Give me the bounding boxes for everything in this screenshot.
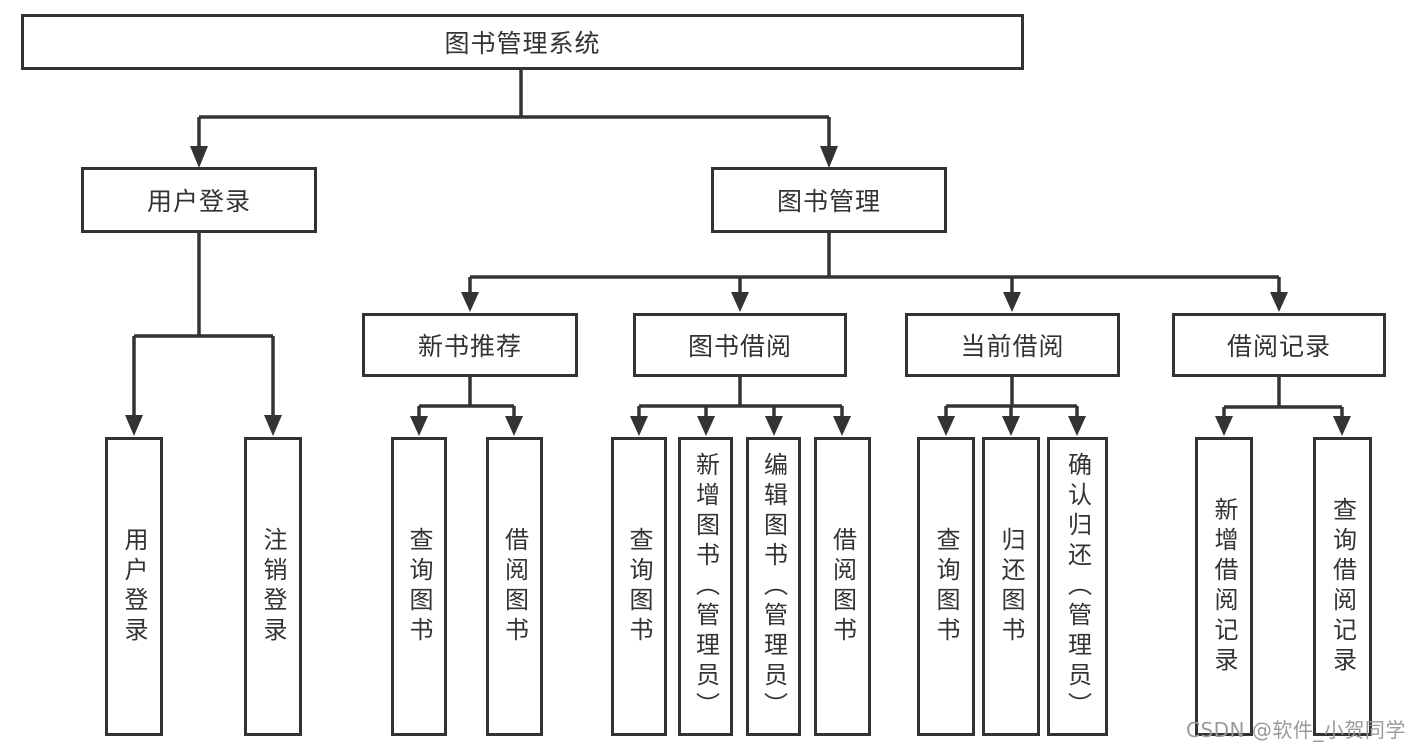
node-new-book-recommend: 新书推荐 <box>362 313 578 377</box>
leaf-query-books-2: 查询图书 <box>611 437 667 736</box>
node-book-borrowing: 图书借阅 <box>633 313 847 377</box>
leaf-confirm-return-admin: 确认归还（管理员） <box>1047 437 1108 736</box>
leaf-add-borrow-record: 新增借阅记录 <box>1195 437 1253 736</box>
node-root-label: 图书管理系统 <box>444 29 601 58</box>
leaf-query-books-3-label: 查询图书 <box>932 526 960 647</box>
node-book-management: 图书管理 <box>711 167 947 233</box>
node-user-login-label: 用户登录 <box>146 187 251 216</box>
node-root: 图书管理系统 <box>21 14 1024 70</box>
leaf-return-books-label: 归还图书 <box>997 526 1025 647</box>
node-borrowing-records: 借阅记录 <box>1172 313 1386 377</box>
leaf-query-borrow-record-label: 查询借阅记录 <box>1328 496 1357 677</box>
leaf-borrow-books-1: 借阅图书 <box>486 437 543 736</box>
leaf-edit-book-admin-label: 编辑图书（管理员） <box>759 451 788 722</box>
leaf-query-books-2-label: 查询图书 <box>625 526 653 647</box>
node-user-login: 用户登录 <box>81 167 317 233</box>
leaf-logout: 注销登录 <box>244 437 302 736</box>
node-book-borrowing-label: 图书借阅 <box>687 332 792 361</box>
leaf-query-books-1: 查询图书 <box>391 437 447 736</box>
leaf-query-borrow-record: 查询借阅记录 <box>1313 437 1372 736</box>
watermark-text: CSDN @软件_小贺同学 <box>1186 718 1405 742</box>
node-borrowing-records-label: 借阅记录 <box>1226 332 1331 361</box>
leaf-add-book-admin-label: 新增图书（管理员） <box>691 451 720 722</box>
node-current-borrowing: 当前借阅 <box>905 313 1120 377</box>
leaf-confirm-return-admin-label: 确认归还（管理员） <box>1063 451 1092 722</box>
leaf-return-books: 归还图书 <box>982 437 1040 736</box>
leaf-add-borrow-record-label: 新增借阅记录 <box>1210 496 1238 677</box>
leaf-user-login-label: 用户登录 <box>120 526 148 647</box>
leaf-user-login: 用户登录 <box>105 437 163 736</box>
leaf-edit-book-admin: 编辑图书（管理员） <box>746 437 801 736</box>
node-new-book-recommend-label: 新书推荐 <box>417 332 522 361</box>
node-book-management-label: 图书管理 <box>776 187 881 216</box>
leaf-borrow-books-2-label: 借阅图书 <box>828 526 857 647</box>
leaf-borrow-books-1-label: 借阅图书 <box>500 526 529 647</box>
leaf-query-books-3: 查询图书 <box>917 437 975 736</box>
node-current-borrowing-label: 当前借阅 <box>960 332 1065 361</box>
leaf-query-books-1-label: 查询图书 <box>405 526 433 647</box>
leaf-borrow-books-2: 借阅图书 <box>814 437 871 736</box>
leaf-add-book-admin: 新增图书（管理员） <box>678 437 733 736</box>
leaf-logout-label: 注销登录 <box>259 526 287 647</box>
